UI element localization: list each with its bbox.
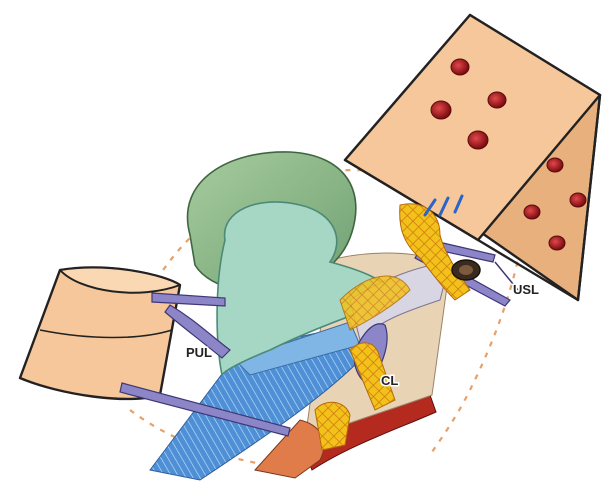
label-pul: PUL — [186, 345, 212, 360]
label-usl: USL — [513, 282, 539, 297]
mesh-lower — [315, 402, 350, 450]
left-tissue-block — [20, 268, 180, 399]
label-cl: CL — [381, 373, 398, 388]
